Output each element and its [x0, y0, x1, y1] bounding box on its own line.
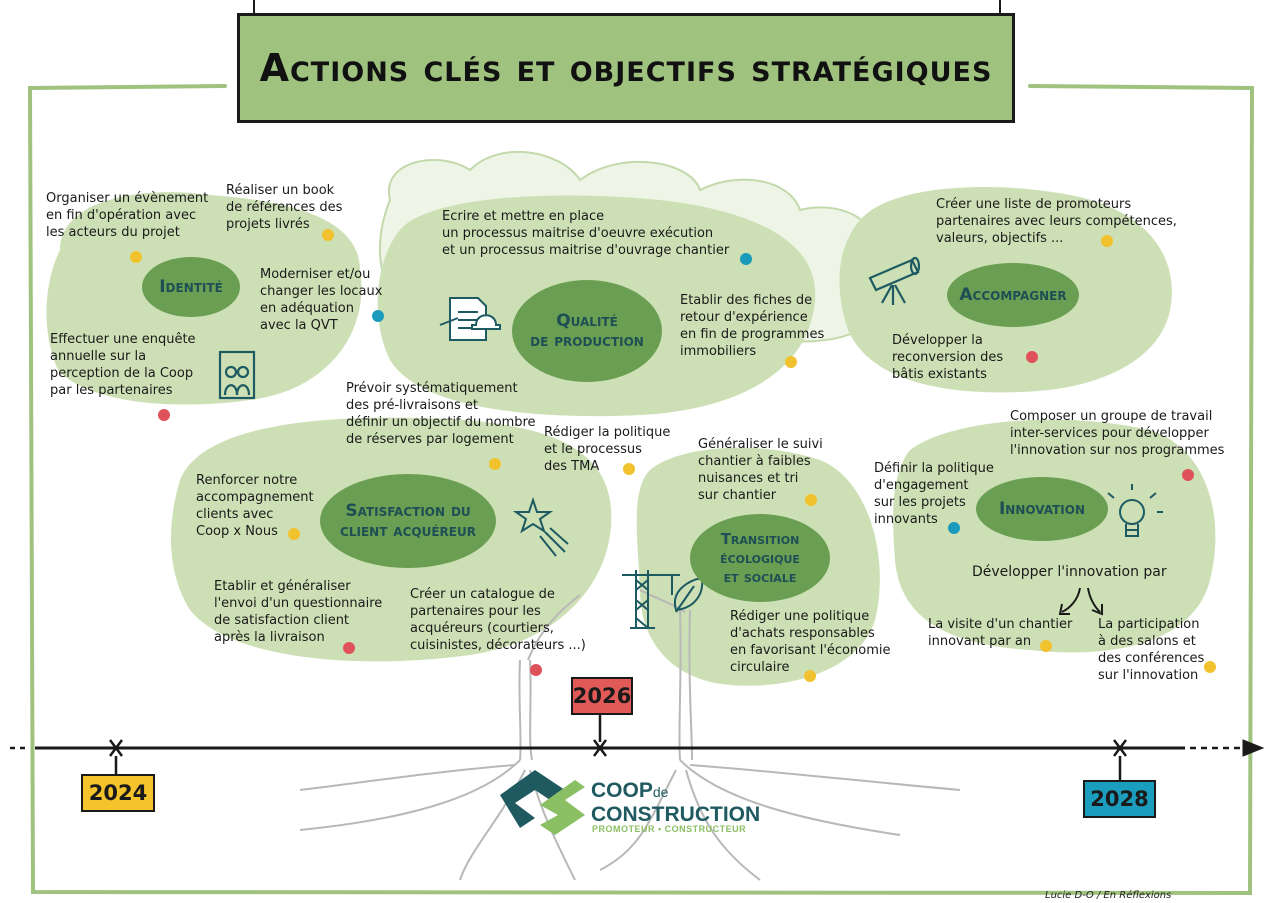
dot-yellow: [1040, 640, 1052, 652]
note-reconversion: Développer la reconversion des bâtis exi…: [892, 333, 1004, 382]
note-promoteurs: Créer une liste de promoteurs partenaire…: [936, 197, 1177, 246]
note-developper-innovation: Développer l'innovation par: [972, 564, 1167, 580]
note-coopxnous: Renforcer notre accompagnement clients a…: [196, 473, 314, 539]
year-tag-2026: 2026: [571, 677, 633, 715]
dot-yellow: [623, 463, 635, 475]
dot-yellow: [1101, 235, 1113, 247]
lightbulb-icon: [1101, 484, 1163, 537]
logo-tagline: PROMOTEUR • CONSTRUCTEUR: [592, 824, 747, 834]
note-groupe-travail: Composer un groupe de travail inter-serv…: [1010, 409, 1225, 458]
logo-name: COOPde CONSTRUCTION: [591, 780, 760, 828]
note-visite: La visite d'un chantier innovant par an: [928, 617, 1073, 649]
theme-accompagner: Accompagner: [947, 263, 1079, 327]
note-engagement: Définir la politique d'engagement sur le…: [874, 461, 994, 527]
theme-qualite: Qualité de production: [512, 280, 662, 382]
dot-red: [1182, 469, 1194, 481]
crane-icon: [622, 570, 680, 629]
outer-frame: [27, 84, 1255, 896]
timeline-axis: [10, 739, 1265, 757]
logo-de: de: [652, 784, 669, 800]
dot-yellow: [805, 494, 817, 506]
dot-yellow: [804, 670, 816, 682]
logo-construction: CONSTRUCTION: [591, 803, 761, 826]
title-board: Actions clés et objectifs stratégiques: [237, 13, 1015, 123]
note-suivi-chantier: Généraliser le suivi chantier à faibles …: [698, 437, 823, 503]
note-salons: La participation à des salons et des con…: [1098, 617, 1205, 683]
timeline-mark-2024: [109, 739, 123, 775]
theme-satisfaction: Satisfaction du client acquéreur: [320, 474, 496, 568]
dot-red: [158, 409, 170, 421]
dot-yellow: [489, 458, 501, 470]
dot-teal: [372, 310, 384, 322]
dot-yellow: [130, 251, 142, 263]
timeline-mark-2028: [1113, 739, 1127, 780]
logo-coop: COOP: [591, 779, 653, 802]
page-title: Actions clés et objectifs stratégiques: [259, 46, 993, 90]
dot-teal: [740, 253, 752, 265]
note-fiches: Etablir des fiches de retour d'expérienc…: [680, 293, 825, 359]
dot-yellow: [785, 356, 797, 368]
dot-red: [1026, 351, 1038, 363]
note-catalogue: Créer un catalogue de partenaires pour l…: [410, 587, 586, 653]
dot-teal: [948, 522, 960, 534]
theme-innovation: Innovation: [976, 477, 1108, 541]
note-locaux: Moderniser et/ou changer les locaux en a…: [260, 267, 383, 333]
note-processus: Ecrire et mettre en place un processus m…: [442, 209, 730, 258]
author-credit: Lucie D-O / En Réflexions: [1045, 890, 1172, 901]
note-achats: Rédiger une politique d'achats responsab…: [730, 609, 891, 675]
telescope-icon: [868, 256, 921, 305]
people-frame-icon: [218, 350, 256, 400]
innovation-arrows: [1058, 587, 1103, 616]
dot-red: [530, 664, 542, 676]
note-tma: Rédiger la politique et le processus des…: [544, 425, 671, 474]
theme-transition: Transition écologique et sociale: [690, 514, 830, 602]
coop-logo-mark: [500, 770, 585, 835]
document-pencil-hardhat-icon: [439, 297, 501, 341]
dot-yellow: [288, 528, 300, 540]
year-tag-2024: 2024: [81, 774, 155, 812]
note-enquete: Effectuer une enquête annuelle sur la pe…: [50, 332, 196, 398]
year-tag-2028: 2028: [1083, 780, 1156, 818]
dot-yellow: [1204, 661, 1216, 673]
dot-red: [343, 642, 355, 654]
timeline-mark-2026: [593, 715, 607, 757]
note-questionnaire: Etablir et généraliser l'envoi d'un ques…: [214, 579, 383, 645]
note-evenement: Organiser un évènement en fin d'opératio…: [46, 191, 209, 240]
note-prelivraisons: Prévoir systématiquement des pré-livrais…: [346, 381, 536, 447]
dot-yellow: [322, 229, 334, 241]
star-icon: [512, 496, 569, 557]
theme-identite: Identité: [142, 257, 240, 317]
note-book: Réaliser un book de références des proje…: [226, 183, 343, 232]
